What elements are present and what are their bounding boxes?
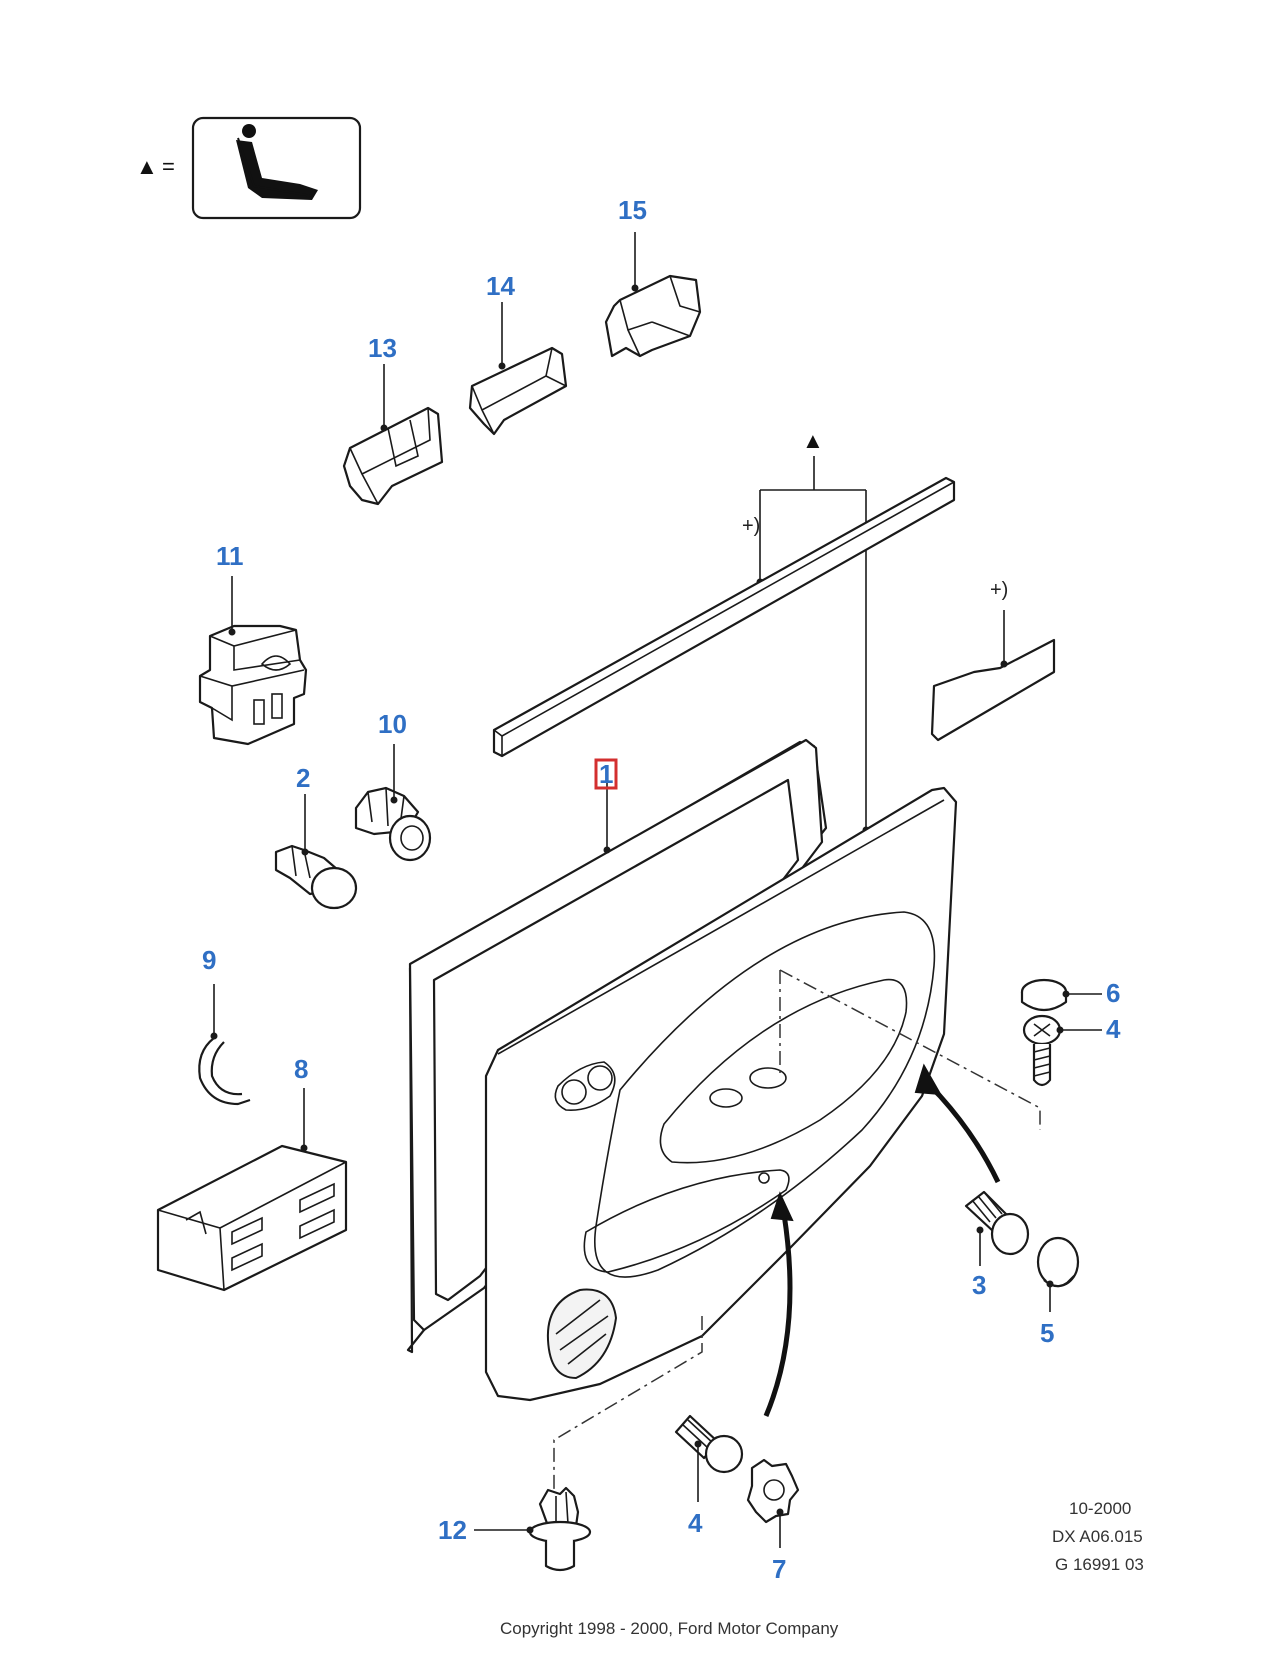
callout-15: 15 — [618, 195, 647, 225]
legend-triangle-symbol: ▲ — [136, 154, 158, 179]
part-13-clip: 13 — [342, 333, 444, 506]
legend-equals-sign: = — [162, 154, 175, 179]
part-15-clip: 15 — [604, 195, 702, 358]
part-14-clip: 14 — [468, 271, 568, 436]
copyright-notice: Copyright 1998 - 2000, Ford Motor Compan… — [500, 1619, 839, 1638]
plus-marker-b: +) — [990, 579, 1008, 601]
callout-11: 11 — [216, 541, 244, 571]
reference-block: 10-2000 DX A06.015 G 16991 03 — [1052, 1499, 1144, 1574]
legend: ▲ = — [136, 116, 362, 220]
legend-seat-box — [191, 116, 362, 220]
callout-14: 14 — [486, 271, 515, 301]
callout-10: 10 — [378, 709, 407, 739]
reference-code: DX A06.015 — [1052, 1527, 1143, 1546]
part-9-spring-clip: 9 — [198, 945, 251, 1106]
part-6-cap: 6 — [1020, 978, 1120, 1012]
door-trim-panel — [484, 786, 958, 1402]
callout-2: 2 — [296, 763, 310, 793]
reference-date: 10-2000 — [1069, 1499, 1131, 1518]
callout-3: 3 — [972, 1270, 986, 1300]
trim-strip — [492, 476, 956, 758]
part-8-switch-block: 8 — [156, 1054, 348, 1292]
callout-1-highlight — [594, 758, 618, 790]
callout-12: 12 — [438, 1515, 467, 1545]
top-triangle-marker: ▲ — [802, 428, 824, 453]
part-3-screw: 3 — [964, 1190, 1030, 1300]
install-arrows — [763, 1063, 1001, 1417]
part-4-screw-upper: 4 — [1022, 1014, 1121, 1087]
part-2-push-pin: 2 — [274, 763, 358, 910]
callout-7: 7 — [772, 1554, 786, 1584]
arrow-head-lower — [770, 1191, 794, 1222]
callout-9: 9 — [202, 945, 216, 975]
part-12-push-rivet: 12 — [438, 1486, 592, 1572]
callout-13: 13 — [368, 333, 397, 363]
part-10-push-clip: 10 — [354, 709, 432, 862]
plus-marker-a: +) — [742, 515, 760, 537]
reference-number: G 16991 03 — [1055, 1555, 1144, 1574]
part-5-cap: 5 — [1036, 1236, 1080, 1348]
callout-1: 1 — [599, 759, 613, 789]
callout-8: 8 — [294, 1054, 308, 1084]
callout-4-upper: 4 — [1106, 1014, 1121, 1044]
part-11-switch-housing: 11 — [198, 541, 308, 746]
assembly-lines — [553, 969, 1041, 1490]
seat-icon — [236, 124, 318, 200]
part-4-screw-lower: 4 — [674, 1414, 744, 1538]
part-7-star-nut: 7 — [746, 1458, 800, 1584]
callout-4-lower: 4 — [688, 1508, 703, 1538]
arrow-head-upper — [914, 1063, 942, 1096]
callout-6: 6 — [1106, 978, 1120, 1008]
adhesive-pad: +) — [930, 579, 1056, 742]
callout-5: 5 — [1040, 1318, 1054, 1348]
